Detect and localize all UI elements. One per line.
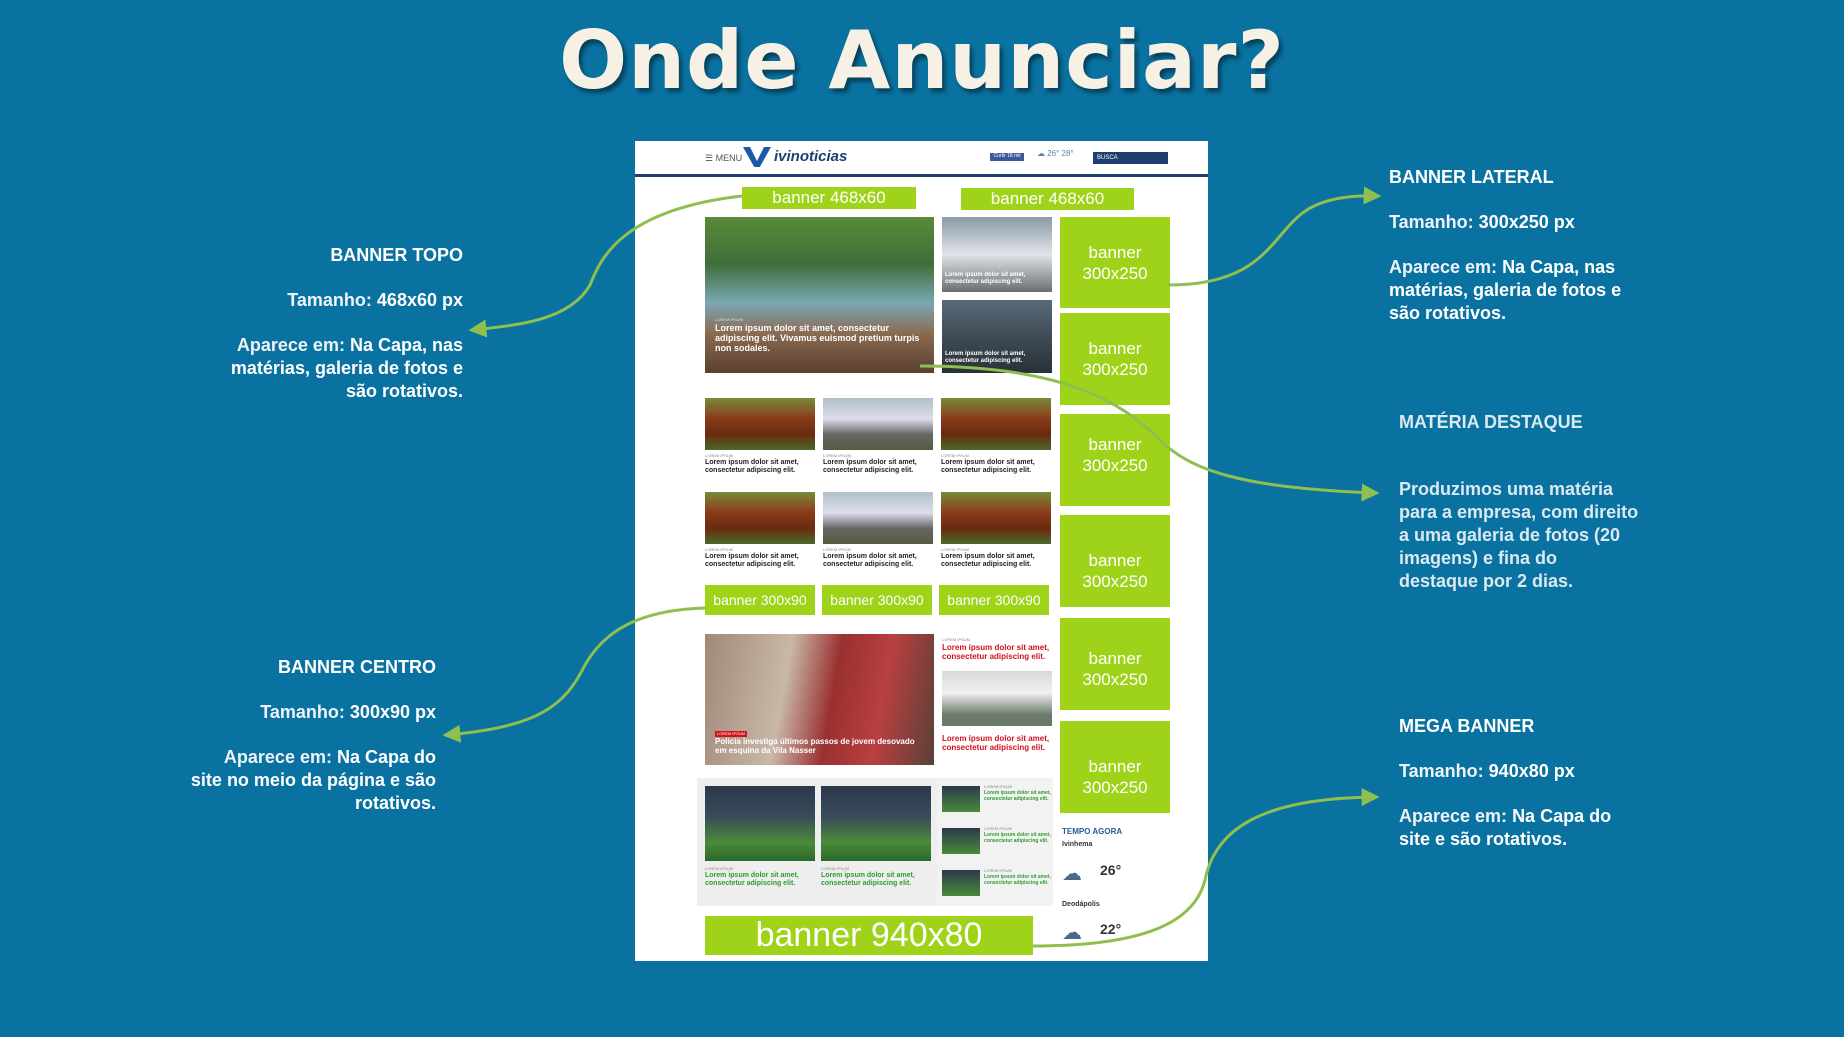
news-image[interactable] — [705, 492, 815, 544]
annotation-appears: Aparece em: Na Capa, nas matérias, galer… — [230, 335, 463, 401]
annotation-banner-topo: BANNER TOPO Tamanho: 468x60 px Aparece e… — [200, 244, 463, 403]
banner-300x250[interactable]: banner 300x250 — [1060, 217, 1170, 308]
annotation-mega-banner: MEGA BANNER Tamanho: 940x80 px Aparece e… — [1399, 715, 1644, 851]
weather-mini: ☁ 26° 28° — [1037, 149, 1074, 158]
news-image[interactable] — [823, 492, 933, 544]
annotation-size: Tamanho: 468x60 px — [287, 290, 463, 310]
weather-temp: 22° — [1100, 921, 1122, 937]
annotation-size: Tamanho: 300x90 px — [260, 702, 436, 722]
hero-image[interactable]: LOREM IPSUM Lorem ipsum dolor sit amet, … — [705, 217, 934, 373]
annotation-heading: MATÉRIA DESTAQUE — [1399, 412, 1583, 432]
weather-title: TEMPO AGORA — [1062, 827, 1123, 836]
news-thumb[interactable] — [942, 786, 980, 812]
annotation-appears: Aparece em: Na Capa do site no meio da p… — [190, 747, 436, 813]
cloud-icon: ☁ — [1062, 922, 1082, 944]
annotation-materia-destaque: MATÉRIA DESTAQUE Produzimos uma matéria … — [1399, 411, 1639, 593]
banner-300x250[interactable]: banner 300x250 — [1060, 618, 1170, 710]
news-image[interactable]: LOREM IPSUM Polícia investiga últimos pa… — [705, 634, 934, 765]
news-image[interactable] — [941, 398, 1051, 450]
news-image[interactable] — [705, 398, 815, 450]
site-header: ☰ MENU ivinoticias Curtir 18 mil ☁ 26° 2… — [635, 141, 1208, 177]
annotation-heading: MEGA BANNER — [1399, 716, 1535, 736]
page-title: Onde Anunciar? — [559, 14, 1285, 107]
news-image[interactable] — [942, 671, 1052, 726]
annotation-heading: BANNER CENTRO — [277, 657, 436, 677]
banner-468x60[interactable]: banner 468x60 — [742, 187, 916, 209]
banner-300x250[interactable]: banner 300x250 — [1060, 721, 1170, 813]
news-image[interactable]: Lorem ipsum dolor sit amet, consectetur … — [942, 217, 1052, 292]
annotation-size: Tamanho: 300x250 px — [1389, 212, 1575, 232]
cloud-icon: ☁ — [1062, 863, 1082, 885]
news-thumb[interactable] — [942, 870, 980, 896]
news-image[interactable] — [823, 398, 933, 450]
annotation-banner-centro: BANNER CENTRO Tamanho: 300x90 px Aparece… — [190, 656, 436, 815]
news-caption: Lorem ipsum dolor sit amet, consectetur … — [942, 734, 1050, 752]
news-image[interactable] — [821, 786, 931, 861]
news-image[interactable] — [941, 492, 1051, 544]
site-logo: ivinoticias — [743, 147, 847, 167]
annotation-size: Tamanho: 940x80 px — [1399, 761, 1575, 781]
facebook-like-button[interactable]: Curtir 18 mil — [990, 153, 1024, 161]
banner-300x250[interactable]: banner 300x250 — [1060, 414, 1170, 506]
menu-button[interactable]: ☰ MENU — [705, 153, 743, 163]
annotation-heading: BANNER LATERAL — [1389, 167, 1554, 187]
logo-icon — [743, 147, 771, 167]
police-caption: LOREM IPSUM Polícia investiga últimos pa… — [715, 731, 915, 755]
banner-300x250[interactable]: banner 300x250 — [1060, 515, 1170, 607]
website-mockup: ☰ MENU ivinoticias Curtir 18 mil ☁ 26° 2… — [635, 141, 1208, 961]
annotation-body: Produzimos uma matéria para a empresa, c… — [1399, 479, 1639, 591]
news-thumb[interactable] — [942, 828, 980, 854]
annotation-appears: Aparece em: Na Capa, nas matérias, galer… — [1389, 257, 1622, 323]
banner-300x90[interactable]: banner 300x90 — [705, 585, 815, 615]
hero-caption: LOREM IPSUM Lorem ipsum dolor sit amet, … — [715, 317, 920, 353]
banner-300x90[interactable]: banner 300x90 — [822, 585, 932, 615]
annotation-heading: BANNER TOPO — [330, 245, 463, 265]
news-image[interactable] — [705, 786, 815, 861]
banner-300x90[interactable]: banner 300x90 — [939, 585, 1049, 615]
annotation-banner-lateral: BANNER LATERAL Tamanho: 300x250 px Apare… — [1389, 166, 1639, 325]
weather-city: Deodápolis — [1062, 901, 1100, 908]
annotation-appears: Aparece em: Na Capa do site e são rotati… — [1399, 806, 1612, 849]
banner-468x60[interactable]: banner 468x60 — [961, 188, 1134, 210]
weather-city: Ivinhema — [1062, 841, 1093, 848]
weather-temp: 26° — [1100, 862, 1122, 878]
news-image[interactable]: Lorem ipsum dolor sit amet, consectetur … — [942, 300, 1052, 373]
search-input[interactable]: BUSCA — [1093, 152, 1168, 164]
banner-940x80[interactable]: banner 940x80 — [705, 916, 1033, 955]
banner-300x250[interactable]: banner 300x250 — [1060, 313, 1170, 405]
